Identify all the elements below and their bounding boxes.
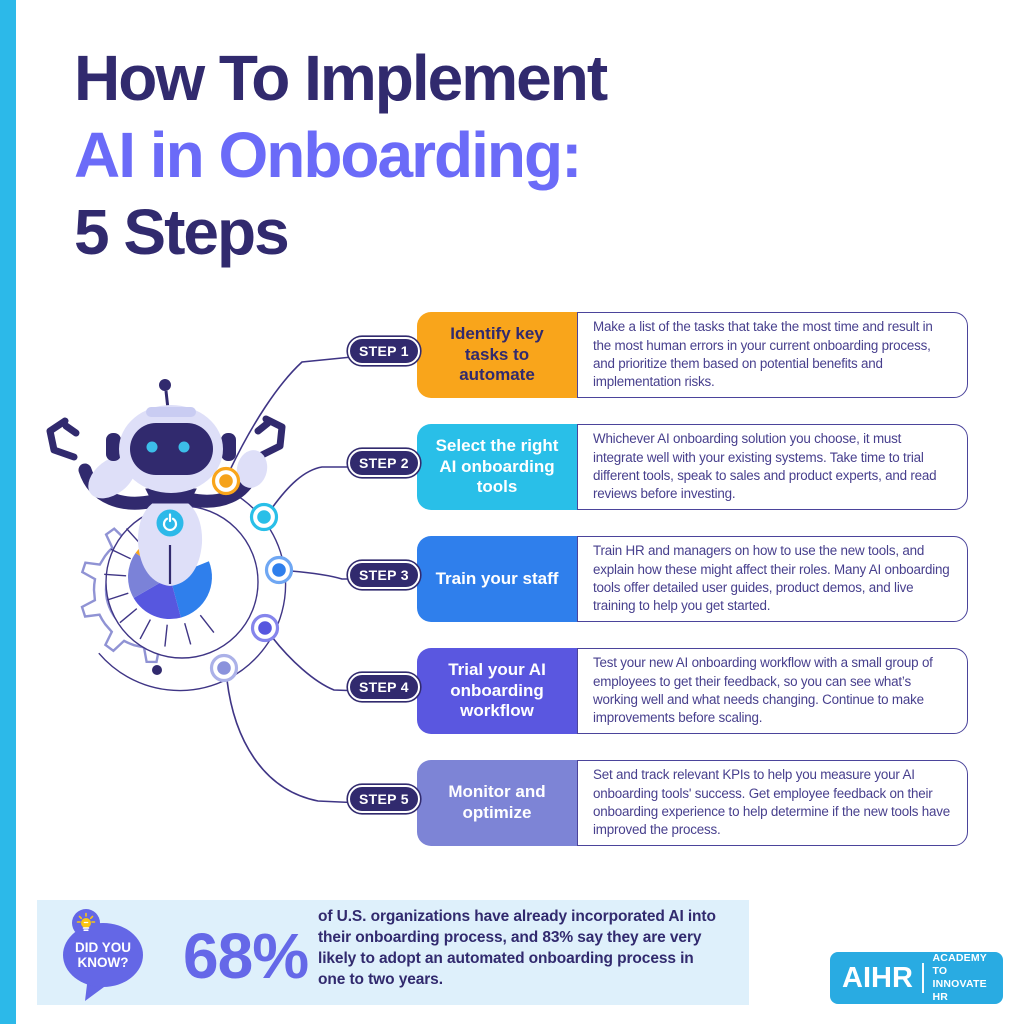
left-eye-icon xyxy=(146,441,158,453)
step-4-badge: STEP 4 xyxy=(348,673,420,701)
step-1-card: Identify key tasks to automate Make a li… xyxy=(417,312,968,398)
power-button-icon xyxy=(156,509,184,537)
robot-illustration xyxy=(46,355,363,804)
logo-tagline-line-2: INNOVATE HR xyxy=(932,978,987,1004)
right-pincer-icon xyxy=(254,415,286,459)
aihr-logo: AIHR ACADEMY TO INNOVATE HR xyxy=(830,952,1003,1004)
left-ear-icon xyxy=(106,433,121,461)
step-1-description: Make a list of the tasks that take the m… xyxy=(577,312,968,398)
step-5-dot xyxy=(209,653,239,683)
robot-face xyxy=(130,423,213,475)
step-5-title: Monitor and optimize xyxy=(417,760,577,846)
did-you-know-text: of U.S. organizations have already incor… xyxy=(318,908,716,989)
step-row-4: STEP 4 Trial your AI onboarding workflow… xyxy=(348,648,968,734)
radial-spokes xyxy=(104,514,215,647)
step-3-dot xyxy=(264,555,294,585)
step-row-1: STEP 1 Identify key tasks to automate Ma… xyxy=(348,312,968,398)
robot-icon xyxy=(46,379,286,586)
connector-lines xyxy=(226,355,363,804)
right-eye-icon xyxy=(178,441,190,453)
step-3-card: Train your staff Train HR and managers o… xyxy=(417,536,968,622)
title-line-2: AI in Onboarding: xyxy=(74,119,582,191)
step-2-dot xyxy=(249,502,279,532)
step-1-badge: STEP 1 xyxy=(348,337,420,365)
step-2-title: Select the right AI onboarding tools xyxy=(417,424,577,510)
logo-tagline: ACADEMY TO INNOVATE HR xyxy=(933,952,992,1005)
step-5-card: Monitor and optimize Set and track relev… xyxy=(417,760,968,846)
did-you-know-label: DID YOU KNOW? xyxy=(74,940,131,971)
logo-tagline-line-1: ACADEMY TO xyxy=(932,951,987,977)
step-3-description: Train HR and managers on how to use the … xyxy=(577,536,968,622)
accent-strip xyxy=(0,0,16,1024)
step-4-title: Trial your AI onboarding workflow xyxy=(417,648,577,734)
antenna-icon xyxy=(159,379,171,391)
steps-list: STEP 1 Identify key tasks to automate Ma… xyxy=(348,312,968,846)
step-row-3: STEP 3 Train your staff Train HR and man… xyxy=(348,536,968,622)
lightbulb-icon xyxy=(72,909,100,937)
step-3-badge: STEP 3 xyxy=(348,561,420,589)
step-4-card: Trial your AI onboarding workflow Test y… xyxy=(417,648,968,734)
stat-68-percent: 68% xyxy=(183,920,309,992)
right-ear-icon xyxy=(221,433,236,461)
did-you-know-band xyxy=(37,900,749,1005)
title-line-3: 5 Steps xyxy=(74,196,290,268)
step-4-description: Test your new AI onboarding workflow wit… xyxy=(577,648,968,734)
step-2-badge: STEP 2 xyxy=(348,449,420,477)
step-row-5: STEP 5 Monitor and optimize Set and trac… xyxy=(348,760,968,846)
gear-dot xyxy=(152,665,162,675)
step-2-description: Whichever AI onboarding solution you cho… xyxy=(577,424,968,510)
step-2-card: Select the right AI onboarding tools Whi… xyxy=(417,424,968,510)
step-row-2: STEP 2 Select the right AI onboarding to… xyxy=(348,424,968,510)
step-5-badge: STEP 5 xyxy=(348,785,420,813)
step-1-title: Identify key tasks to automate xyxy=(417,312,577,398)
title-line-1: How To Implement xyxy=(74,42,608,114)
step-4-dot xyxy=(250,613,280,643)
step-5-description: Set and track relevant KPIs to help you … xyxy=(577,760,968,846)
aihr-brand: AIHR xyxy=(842,961,913,994)
logo-divider xyxy=(921,963,924,993)
left-pincer-icon xyxy=(46,417,80,461)
page-title: How To Implement AI in Onboarding: 5 Ste… xyxy=(74,40,608,271)
step-1-dot xyxy=(211,466,241,496)
step-3-title: Train your staff xyxy=(417,536,577,622)
